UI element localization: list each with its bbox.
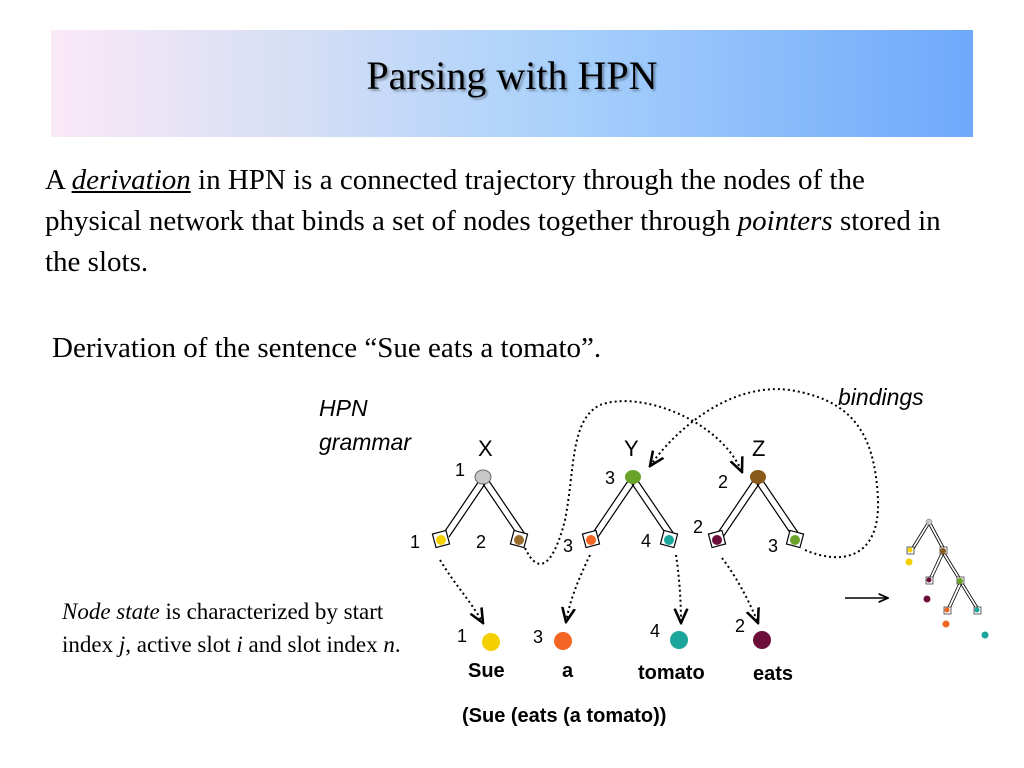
mini-tree-nodes (905, 518, 989, 639)
mini-parse-tree (910, 522, 980, 610)
a-index: 3 (533, 627, 543, 647)
tree-y (581, 470, 679, 549)
node-state-text-4: . (394, 632, 401, 657)
word-eats: eats (753, 663, 793, 685)
derivation-sentence: Derivation of the sentence “Sue eats a t… (52, 332, 602, 364)
word-a: a (562, 660, 574, 682)
y-root-index: 3 (605, 468, 615, 488)
word-tomato: tomato (638, 662, 705, 684)
node-state-n: n (383, 632, 395, 657)
para-text-1: A (45, 164, 72, 196)
bindings-label: bindings (838, 384, 924, 410)
title-banner (51, 30, 973, 137)
z-right-index: 3 (768, 536, 778, 556)
grammar-label: grammar (319, 429, 412, 455)
y-left-index: 3 (563, 536, 573, 556)
x-root-index: 1 (455, 460, 465, 480)
node-x-label: X (478, 436, 493, 461)
tree-z (707, 470, 805, 549)
node-y-label: Y (624, 436, 639, 461)
binding-pointers (439, 388, 880, 623)
para-text-2: in HPN is a connected trajectory through… (45, 164, 865, 237)
node-state-j: j (118, 632, 126, 657)
derivation-term: derivation (71, 164, 191, 196)
word-nodes (482, 631, 771, 651)
eats-index: 2 (735, 616, 745, 636)
definition-paragraph: A derivation in HPN is a connected traje… (45, 160, 945, 283)
y-right-index: 4 (641, 531, 651, 551)
node-state-text-2: , active slot (125, 632, 237, 657)
sue-index: 1 (457, 626, 467, 646)
node-state-note: Node state is characterized by start ind… (62, 595, 402, 661)
node-z-label: Z (752, 436, 765, 461)
node-state-i: i (236, 632, 243, 657)
slide-title: Parsing with HPN (366, 53, 658, 98)
node-state-text-3: and slot index (242, 632, 384, 657)
tree-x (431, 469, 529, 549)
bracketing: (Sue (eats (a tomato)) (462, 705, 666, 727)
hpn-label: HPN (319, 395, 368, 421)
node-state-term: Node state (62, 599, 160, 624)
x-right-index: 2 (476, 532, 486, 552)
z-root-index: 2 (718, 472, 728, 492)
pointers-term: pointers (737, 205, 833, 237)
z-left-index: 2 (693, 517, 703, 537)
tomato-index: 4 (650, 621, 660, 641)
word-sue: Sue (468, 660, 505, 682)
para-text-3: stored in the slots. (45, 205, 941, 278)
x-left-index: 1 (410, 532, 420, 552)
node-state-text-1: is characterized by start index (62, 599, 384, 657)
